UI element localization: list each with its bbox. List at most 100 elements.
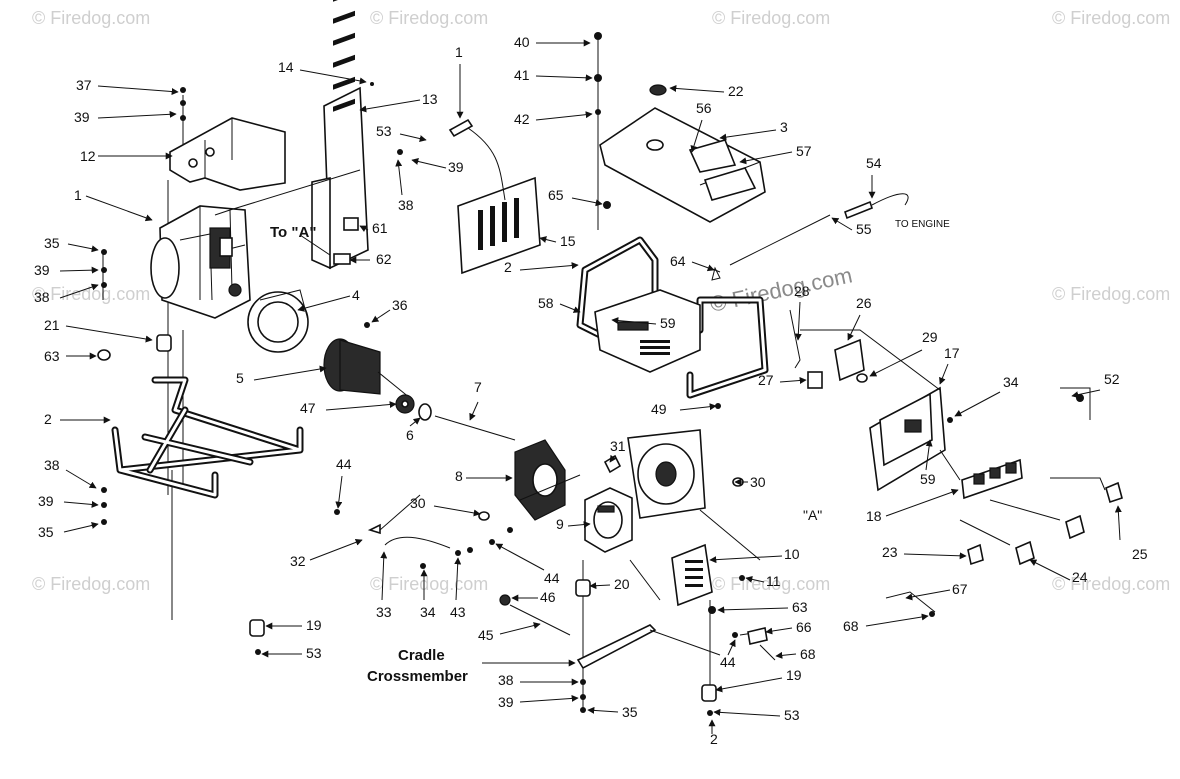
callout-number: 23: [882, 544, 898, 560]
fuel-tank: [599, 84, 766, 223]
callout-number: 34: [1003, 374, 1019, 390]
leader-arrow: [691, 261, 715, 272]
callout-8: 8: [455, 468, 513, 484]
callout-number: 61: [372, 220, 388, 236]
watermark: © Firedog.com: [712, 8, 830, 28]
callout-number: 37: [76, 77, 92, 93]
callout-2: 2: [504, 259, 579, 275]
callout-number: 63: [792, 599, 808, 615]
callout-number: 68: [843, 618, 859, 634]
callout-68: 68: [843, 613, 929, 634]
leader-arrow: [433, 505, 481, 517]
cover-plate: [671, 543, 713, 607]
callout-44: 44: [335, 456, 352, 509]
callout-44: 44: [720, 639, 736, 670]
callout-38: 38: [498, 672, 579, 688]
leader-arrow: [1029, 559, 1071, 581]
callout-number: 43: [450, 604, 466, 620]
callout-number: 67: [952, 581, 968, 597]
callout-36: 36: [371, 297, 408, 323]
callout-39: 39: [34, 262, 99, 278]
label-a: "A": [803, 507, 822, 523]
cradle-frame-upper: [576, 236, 769, 399]
leader-arrow: [454, 557, 462, 601]
callout-number: 11: [766, 573, 781, 589]
callout-35: 35: [587, 704, 638, 720]
side-panel: [457, 176, 541, 275]
leader-arrow: [535, 111, 593, 121]
callout-19: 19: [715, 667, 802, 693]
callout-40: 40: [514, 34, 591, 50]
leader-arrow: [567, 521, 591, 529]
watermark: © Firedog.com: [1052, 574, 1170, 594]
callout-number: 2: [504, 259, 512, 275]
callout-number: 57: [796, 143, 812, 159]
watermark: © Firedog.com: [32, 284, 150, 304]
callout-number: 56: [696, 100, 712, 116]
stator: [514, 439, 566, 521]
callout-24: 24: [1029, 559, 1088, 585]
callout-31: 31: [609, 438, 626, 463]
callout-18: 18: [866, 488, 959, 524]
callout-number: 58: [538, 295, 554, 311]
callout-number: 63: [44, 348, 60, 364]
callout-number: 38: [398, 197, 414, 213]
callout-38: 38: [34, 283, 99, 305]
callout-number: 4: [352, 287, 360, 303]
callout-number: 39: [34, 262, 50, 278]
hardware: [101, 32, 1084, 716]
leader-arrow: [865, 613, 929, 627]
leader-arrow: [939, 363, 949, 385]
callout-66: 66: [765, 619, 812, 635]
leader-arrow: [794, 301, 802, 341]
leader-arrow: [669, 84, 725, 93]
callout-number: 12: [80, 148, 96, 164]
parts: [97, 0, 1123, 716]
leader-arrow: [519, 694, 579, 703]
callout-53: 53: [376, 123, 427, 142]
leader-arrow: [765, 627, 793, 635]
callout-number: 35: [44, 235, 60, 251]
leader-arrow: [67, 243, 99, 253]
callout-number: 35: [38, 524, 54, 540]
leader-arrow: [1114, 505, 1122, 541]
leader-arrow: [469, 401, 479, 421]
leader-arrow: [690, 119, 703, 153]
callout-number: 41: [514, 67, 530, 83]
end-bell: [584, 487, 633, 553]
leader-arrow: [719, 129, 777, 141]
callout-19: 19: [265, 617, 322, 633]
leader-arrow: [847, 314, 861, 341]
callout-52: 52: [1071, 371, 1120, 399]
callout-number: 66: [796, 619, 812, 635]
callout-39: 39: [74, 109, 177, 125]
callout-49: 49: [651, 401, 717, 417]
leader-arrow: [63, 522, 99, 533]
leader-arrow: [97, 110, 177, 119]
callout-number: 53: [376, 123, 392, 139]
callout-number: 29: [922, 329, 938, 345]
fuel-line: [844, 200, 873, 220]
leader-arrow: [779, 376, 807, 384]
callout-4: 4: [297, 287, 360, 312]
callout-number: 65: [548, 187, 564, 203]
leader-arrow: [409, 417, 421, 427]
handle: [448, 118, 474, 138]
callout-number: 31: [610, 438, 626, 454]
watermark: © Firedog.com: [1052, 8, 1170, 28]
callout-68: 68: [775, 646, 816, 662]
callout-12: 12: [80, 148, 173, 164]
callout-5: 5: [236, 365, 327, 386]
callout-59: 59: [920, 439, 936, 487]
cradle-frame-lower: [111, 376, 304, 499]
grommet: [478, 511, 490, 521]
callout-44: 44: [495, 543, 560, 586]
callout-number: 46: [540, 589, 556, 605]
callout-number: 33: [376, 604, 392, 620]
isolator: [156, 334, 172, 352]
callout-number: 59: [660, 315, 676, 331]
callouts: 3739121353938216323839351413533938616243…: [34, 34, 1148, 747]
callout-3: 3: [719, 119, 788, 141]
callout-2: 2: [708, 719, 718, 747]
leader-arrow: [371, 309, 391, 323]
